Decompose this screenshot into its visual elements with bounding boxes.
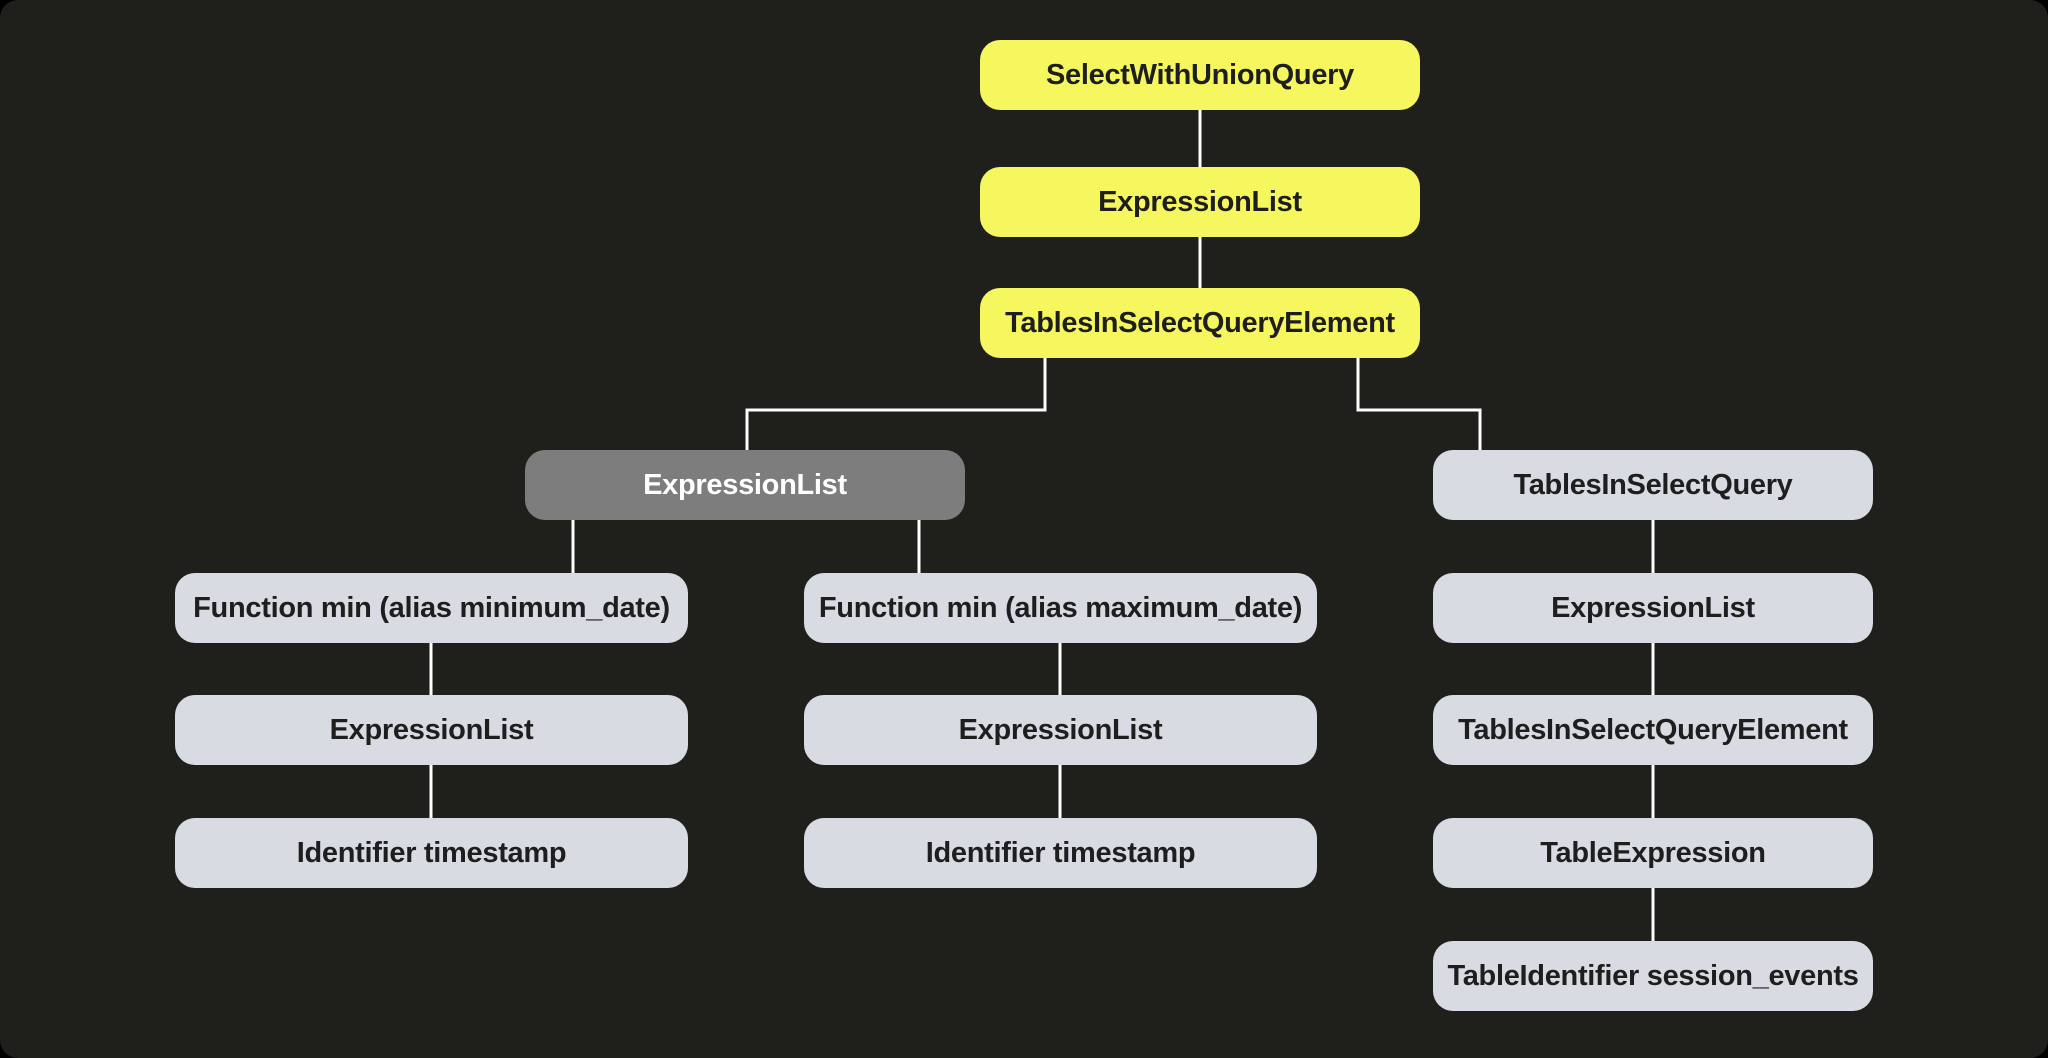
node-tables-in-select-query[interactable]: TablesInSelectQuery (1433, 450, 1873, 520)
connector-elbow-to-selected-expressionlist (745, 358, 1047, 450)
node-function-min-maximum-date[interactable]: Function min (alias maximum_date) (804, 573, 1317, 643)
node-table-expression[interactable]: TableExpression (1433, 818, 1873, 888)
node-tables-in-select-query-element-top[interactable]: TablesInSelectQueryElement (980, 288, 1420, 358)
node-expression-list-middle[interactable]: ExpressionList (804, 695, 1317, 765)
node-expression-list-left[interactable]: ExpressionList (175, 695, 688, 765)
node-tables-in-select-query-element-right[interactable]: TablesInSelectQueryElement (1433, 695, 1873, 765)
node-table-identifier-session-events[interactable]: TableIdentifier session_events (1433, 941, 1873, 1011)
node-function-min-minimum-date[interactable]: Function min (alias minimum_date) (175, 573, 688, 643)
connector-elbow-to-tablesinselectquery (1356, 358, 1482, 450)
node-expression-list-right[interactable]: ExpressionList (1433, 573, 1873, 643)
node-expression-list-top[interactable]: ExpressionList (980, 167, 1420, 237)
node-select-with-union-query[interactable]: SelectWithUnionQuery (980, 40, 1420, 110)
node-expression-list-selected[interactable]: ExpressionList (525, 450, 965, 520)
node-identifier-timestamp-middle[interactable]: Identifier timestamp (804, 818, 1317, 888)
node-identifier-timestamp-left[interactable]: Identifier timestamp (175, 818, 688, 888)
